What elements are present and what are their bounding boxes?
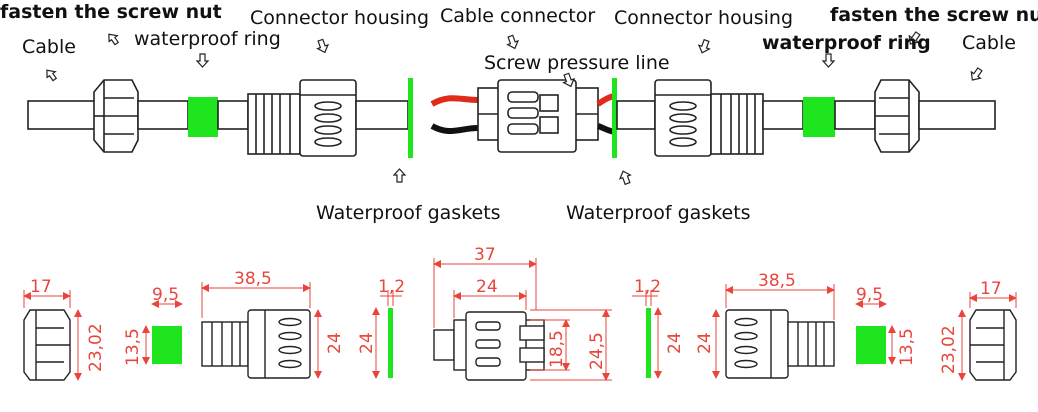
cable-connector: [430, 79, 617, 153]
waterproof-gasket-left: [408, 78, 413, 158]
dim-gasket-height-right: 24: [665, 332, 685, 354]
dim-cable-connector: [433, 311, 545, 381]
dim-nut-height-right: 23,02: [939, 325, 959, 374]
screw-nut-right: [834, 79, 920, 153]
label-connector-housing-left: Connector housing: [250, 7, 430, 29]
label-cable-left: Cable: [22, 36, 76, 58]
dim-gasket-thickness-right: 1,2: [634, 277, 661, 297]
screw-nut-left: [93, 79, 189, 153]
dim-gasket-left: [388, 308, 393, 378]
waterproof-gasket-right: [612, 78, 617, 158]
connector-housing-right: [616, 79, 804, 157]
cable-left: [27, 100, 101, 130]
label-connector-housing-right: Connector housing: [614, 7, 794, 29]
dim-connector-height-inner: 18,5: [547, 330, 567, 368]
cable-right: [918, 100, 996, 130]
label-waterproof-gaskets-left: Waterproof gaskets: [316, 202, 501, 224]
label-waterproof-ring-right: waterproof ring: [762, 32, 931, 54]
label-cable-connector: Cable connector: [440, 5, 596, 27]
dim-nut-height-left: 23,02: [86, 323, 106, 372]
dim-connector-total: 37: [474, 245, 496, 265]
waterproof-ring-right: [803, 97, 835, 137]
label-waterproof-ring-left: waterproof ring: [134, 28, 281, 50]
dim-ring-left: [152, 326, 182, 364]
label-screw-pressure-line: Screw pressure line: [484, 52, 670, 74]
dim-gasket-height-left: 24: [357, 332, 377, 354]
dim-housing-height-right: 24: [695, 332, 715, 354]
pointer-arrows: [46, 31, 983, 186]
dim-nut-width-left: 17: [30, 277, 52, 297]
dim-nut-width-right: 17: [980, 279, 1002, 299]
dim-ring-height-left: 13,5: [123, 328, 143, 366]
label-fasten-screw-nut-left: fasten the screw nut: [0, 1, 222, 23]
dim-housing-left: [201, 309, 311, 379]
dim-nut-left: [23, 309, 71, 381]
dim-housing-length-right: 38,5: [758, 271, 796, 291]
dim-ring-width-right: 9,5: [856, 285, 883, 305]
label-fasten-screw-nut-right: fasten the screw nut: [830, 4, 1038, 26]
waterproof-ring-left: [188, 97, 218, 137]
label-cable-right: Cable: [962, 32, 1016, 54]
dim-housing-right: [725, 309, 835, 379]
dim-nut-right: [969, 309, 1017, 381]
dim-connector-height-outer: 24,5: [587, 332, 607, 370]
dim-housing-length-left: 38,5: [234, 269, 272, 289]
dim-housing-height-left: 24: [325, 332, 345, 354]
dim-ring-height-right: 13,5: [897, 328, 917, 366]
dim-ring-width-left: 9,5: [152, 285, 179, 305]
dim-connector-body: 24: [476, 277, 498, 297]
label-waterproof-gaskets-right: Waterproof gaskets: [566, 202, 751, 224]
dim-gasket-right: [646, 308, 651, 378]
dim-ring-right: [856, 326, 886, 364]
connector-housing-left: [217, 79, 409, 157]
dim-gasket-thickness-left: 1,2: [378, 277, 405, 297]
